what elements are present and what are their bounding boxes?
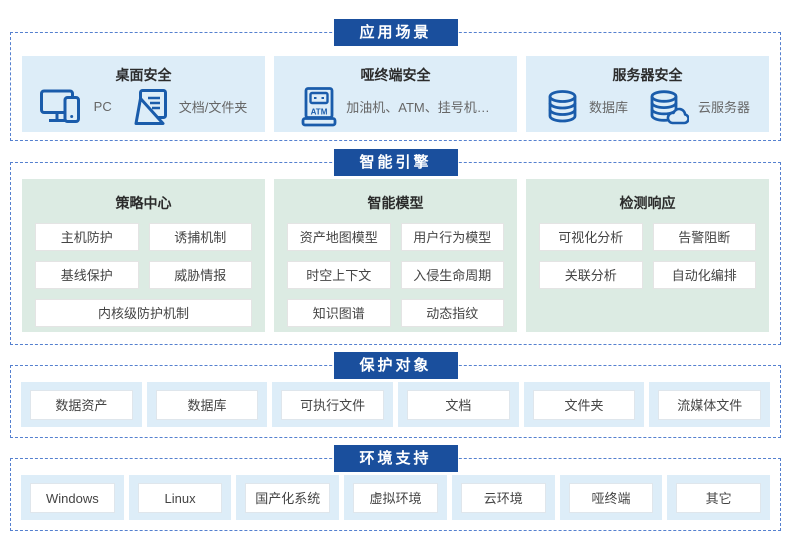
card-title: 服务器安全 xyxy=(612,67,683,83)
feature-box: 威胁情报 xyxy=(148,261,252,289)
section-intelligent-engine: 智能引擎 策略中心 主机防护 诱捕机制 基线保护 威胁情报 内核级防护机制 智能… xyxy=(10,149,781,345)
atm-icon: ATM xyxy=(301,86,337,127)
feature-box: 诱捕机制 xyxy=(148,223,252,251)
chip-cell: Linux xyxy=(128,475,232,520)
feature-box: 自动化编排 xyxy=(652,261,756,289)
chip-cell: 其它 xyxy=(667,475,771,520)
env-chip: Linux xyxy=(137,482,223,513)
pc-icon xyxy=(39,89,85,125)
chip-cell: 哑终端 xyxy=(559,475,663,520)
panel-row: 主机防护 诱捕机制 xyxy=(35,223,252,251)
panel-title: 检测响应 xyxy=(619,195,676,211)
feature-box: 动态指纹 xyxy=(400,299,504,327)
database-icon xyxy=(545,89,580,125)
scene-item-database: 数据库 xyxy=(545,89,628,125)
feature-box: 基线保护 xyxy=(35,261,139,289)
feature-box: 时空上下文 xyxy=(287,261,391,289)
protect-chip: 文件夹 xyxy=(532,389,636,420)
engine-panel-policy-center: 策略中心 主机防护 诱捕机制 基线保护 威胁情报 内核级防护机制 xyxy=(22,179,265,332)
protected-objects-row: 数据资产 数据库 可执行文件 文档 文件夹 流媒体文件 xyxy=(21,382,771,427)
feature-box: 用户行为模型 xyxy=(400,223,504,251)
chip-cell: 文件夹 xyxy=(523,382,645,427)
panel-row: 资产地图模型 用户行为模型 xyxy=(287,223,504,251)
scene-item-atm: ATM 加油机、ATM、挂号机… xyxy=(301,86,490,127)
section-badge-protected-objects: 保护对象 xyxy=(333,352,458,379)
environment-support-row: Windows Linux 国产化系统 虚拟环境 云环境 哑终端 其它 xyxy=(21,475,771,520)
feature-box: 关联分析 xyxy=(539,261,643,289)
scene-item-label: PC xyxy=(93,99,112,114)
env-chip: 国产化系统 xyxy=(245,482,331,513)
chip-cell: 国产化系统 xyxy=(236,475,340,520)
cloud-server-icon xyxy=(648,89,689,125)
env-chip: 其它 xyxy=(676,482,762,513)
env-chip: 哑终端 xyxy=(568,482,654,513)
engine-panel-intelligent-model: 智能模型 资产地图模型 用户行为模型 时空上下文 入侵生命周期 知识图谱 动态指… xyxy=(274,179,517,332)
card-title: 桌面安全 xyxy=(115,67,172,83)
panel-title: 策略中心 xyxy=(115,195,172,211)
feature-box: 知识图谱 xyxy=(287,299,391,327)
scene-item-cloud-server: 云服务器 xyxy=(648,89,750,125)
scene-item-label: 加油机、ATM、挂号机… xyxy=(346,100,490,115)
scenario-card-server-security: 服务器安全 数据库 xyxy=(526,56,769,132)
engine-panel-detection-response: 检测响应 可视化分析 告警阻断 关联分析 自动化编排 xyxy=(526,179,769,332)
protect-chip: 可执行文件 xyxy=(281,389,385,420)
env-chip: 云环境 xyxy=(460,482,546,513)
feature-box: 内核级防护机制 xyxy=(35,299,252,327)
section-badge-application-scenarios: 应用场景 xyxy=(333,19,458,46)
section-badge-environment-support: 环境支持 xyxy=(333,445,458,472)
protect-chip: 文档 xyxy=(407,389,510,420)
panel-row: 关联分析 自动化编排 xyxy=(539,261,756,289)
chip-cell: 流媒体文件 xyxy=(649,382,771,427)
section-protected-objects: 保护对象 数据资产 数据库 可执行文件 文档 文件夹 流媒体文件 xyxy=(10,352,781,438)
scene-item-label: 文档/文件夹 xyxy=(178,100,248,115)
section-application-scenarios: 应用场景 桌面安全 PC xyxy=(10,19,781,141)
panel-row: 知识图谱 动态指纹 xyxy=(287,299,504,327)
scenario-card-desktop-security: 桌面安全 PC xyxy=(22,56,265,132)
chip-cell: 可执行文件 xyxy=(272,382,394,427)
scene-item-label: 数据库 xyxy=(588,100,628,115)
card-body: ATM 加油机、ATM、挂号机… xyxy=(280,85,511,128)
scenario-card-dumb-terminal-security: 哑终端安全 ATM 加油机、ATM、挂号机… xyxy=(274,56,517,132)
card-body: PC 文档/文件夹 xyxy=(28,85,259,128)
feature-box: 入侵生命周期 xyxy=(400,261,504,289)
protect-chip: 数据库 xyxy=(155,389,259,420)
panel-row: 基线保护 威胁情报 xyxy=(35,261,252,289)
section-environment-support: 环境支持 Windows Linux 国产化系统 虚拟环境 云环境 哑终端 其它 xyxy=(10,445,781,531)
scene-item-documents: 文档/文件夹 xyxy=(132,88,248,125)
section-badge-intelligent-engine: 智能引擎 xyxy=(333,149,458,176)
chip-cell: 数据库 xyxy=(146,382,268,427)
env-chip: 虚拟环境 xyxy=(353,482,438,513)
feature-box: 主机防护 xyxy=(35,223,139,251)
card-title: 哑终端安全 xyxy=(360,67,431,83)
env-chip: Windows xyxy=(30,482,115,513)
feature-box: 资产地图模型 xyxy=(287,223,391,251)
chip-cell: 文档 xyxy=(398,382,519,427)
chip-cell: 数据资产 xyxy=(21,382,142,427)
chip-cell: 云环境 xyxy=(451,475,555,520)
panel-row: 内核级防护机制 xyxy=(35,299,252,327)
chip-cell: 虚拟环境 xyxy=(344,475,447,520)
protect-chip: 流媒体文件 xyxy=(658,389,762,420)
feature-box: 可视化分析 xyxy=(539,223,643,251)
feature-box: 告警阻断 xyxy=(652,223,756,251)
protect-chip: 数据资产 xyxy=(30,389,133,420)
card-body: 数据库 云服务器 xyxy=(532,85,763,128)
panel-title: 智能模型 xyxy=(367,195,424,211)
chip-cell: Windows xyxy=(21,475,124,520)
scene-item-label: 云服务器 xyxy=(698,100,751,115)
scene-item-pc: PC xyxy=(39,89,112,125)
folder-doc-icon xyxy=(132,88,170,125)
svg-text:ATM: ATM xyxy=(311,107,328,116)
panel-row: 可视化分析 告警阻断 xyxy=(539,223,756,251)
panel-row: 时空上下文 入侵生命周期 xyxy=(287,261,504,289)
